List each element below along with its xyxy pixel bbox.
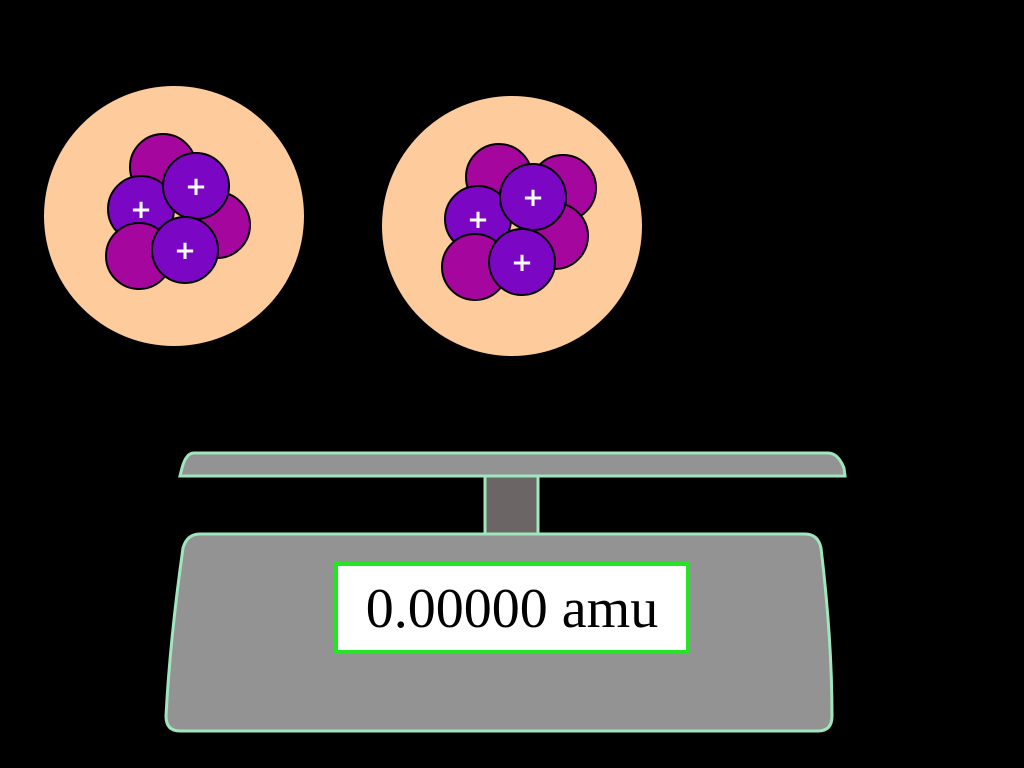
proton (488, 228, 556, 296)
scale-platform (178, 451, 847, 478)
scale-readout: 0.00000 amu (366, 578, 658, 640)
nucleus-right: + + + (382, 96, 642, 356)
scale-readout-box (334, 562, 690, 654)
scale-post (483, 470, 540, 540)
proton-charge-label: + (185, 172, 207, 202)
proton (151, 216, 219, 284)
proton-charge-label: + (511, 248, 533, 278)
proton-charge-label: + (174, 236, 196, 266)
proton-charge-label: + (522, 183, 544, 213)
scale: 0.00000 amu (164, 451, 847, 733)
nucleus-left: + + + (44, 86, 304, 346)
proton-charge-label: + (130, 195, 152, 225)
proton-charge-label: + (467, 205, 489, 235)
nucleus-right-cloud (382, 96, 642, 356)
